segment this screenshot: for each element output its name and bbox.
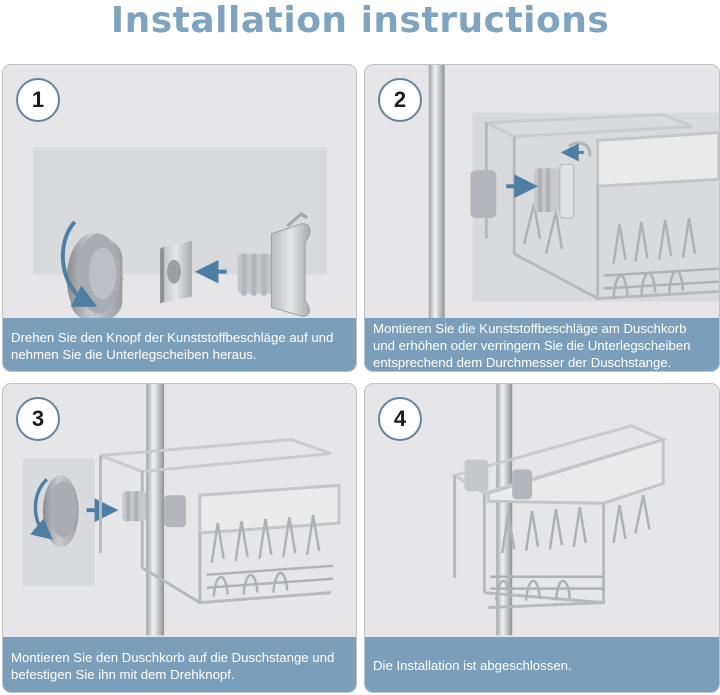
clamp-icon [470, 141, 592, 219]
shower-pole-icon [146, 384, 165, 636]
shower-basket-icon [99, 438, 341, 605]
clamp-icon [237, 212, 311, 317]
clamp-icon [464, 459, 533, 500]
rotate-arrow-icon [30, 478, 53, 540]
knob-icon [66, 232, 125, 325]
step-caption: Die Installation ist abgeschlossen. [365, 637, 719, 692]
step-caption: Montieren Sie den Duschkorb auf die Dusc… [3, 637, 356, 692]
step-1-illustration [32, 147, 328, 325]
washer-icon [160, 240, 192, 304]
step-4-illustration [450, 384, 668, 636]
step-card-1: 1 [2, 64, 357, 372]
step-caption: Drehen Sie den Knopf der Kunststoffbesch… [3, 318, 356, 371]
rotate-arrow-icon [60, 220, 98, 307]
page-title: Installation instructions [110, 0, 610, 41]
step-number-badge: 2 [378, 78, 422, 122]
step-caption: Montieren Sie die Kunststoffbeschläge am… [365, 318, 719, 371]
knob-icon [42, 475, 79, 547]
step-card-2: 2 [364, 64, 720, 372]
step-number-badge: 4 [378, 397, 422, 441]
shower-pole-icon [428, 65, 445, 371]
step-3-illustration [23, 384, 341, 636]
step-2-illustration [428, 65, 719, 371]
step-number-badge: 3 [16, 397, 60, 441]
step-number-badge: 1 [16, 78, 60, 122]
step-card-3: 3 [2, 383, 357, 693]
clamp-icon [122, 491, 186, 528]
shower-basket-icon [450, 424, 668, 610]
step-card-4: 4 Die Installatio [364, 383, 720, 693]
shower-pole-icon [496, 384, 513, 636]
